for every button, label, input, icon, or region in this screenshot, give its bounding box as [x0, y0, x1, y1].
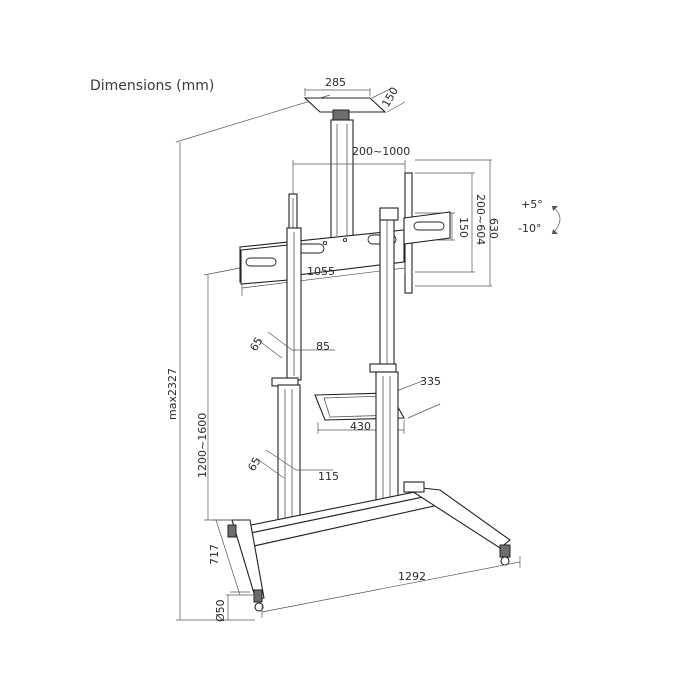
diagram-title: Dimensions (mm) — [90, 78, 215, 94]
base-width-label: 1292 — [398, 570, 426, 583]
upper-column-depth-label: 65 — [247, 335, 265, 354]
left-lower-column — [277, 384, 301, 531]
lower-column-width-label: 115 — [318, 470, 339, 483]
upper-column-width-label: 85 — [316, 340, 330, 353]
right-lower-column — [375, 371, 399, 513]
height-range-dimension — [203, 267, 241, 521]
mount-width-dimension — [241, 262, 406, 296]
base-frame — [231, 481, 511, 601]
mount-bar — [239, 211, 451, 285]
top-plate-width-label: 285 — [325, 76, 346, 89]
vesa-inner-height-label: 150 — [457, 217, 470, 238]
base-depth-label: 717 — [208, 544, 221, 565]
lower-column-depth-label: 65 — [245, 455, 263, 474]
shelf-width-label: 430 — [350, 420, 371, 433]
right-upper-column — [379, 207, 399, 373]
mount-width-label: 1055 — [307, 265, 335, 278]
vesa-range-label: 200~604 — [474, 194, 487, 245]
wheel-diameter-label: Ø50 — [214, 599, 227, 622]
upper-column-section-dimension — [257, 331, 335, 359]
vesa-outer-height-label: 630 — [487, 218, 500, 239]
tilt-arrow-icon — [551, 205, 561, 235]
total-height-dimension — [175, 94, 331, 621]
wheel-diameter-dimension — [226, 594, 255, 620]
tilt-up-label: +5° — [521, 198, 543, 211]
total-height-label: max2327 — [166, 368, 179, 420]
shelf-depth-label: 335 — [420, 375, 441, 388]
bracket-range-label: 200~1000 — [352, 145, 410, 158]
base-width-dimension — [261, 556, 521, 618]
left-upper-column — [286, 227, 302, 381]
lower-column-section-dimension — [255, 449, 333, 479]
top-plate — [303, 87, 406, 123]
base-depth-dimension — [213, 519, 250, 596]
centre-mast — [330, 119, 354, 241]
wheels — [227, 524, 511, 612]
tilt-down-label: -10° — [518, 222, 541, 235]
height-range-label: 1200~1600 — [196, 413, 209, 478]
